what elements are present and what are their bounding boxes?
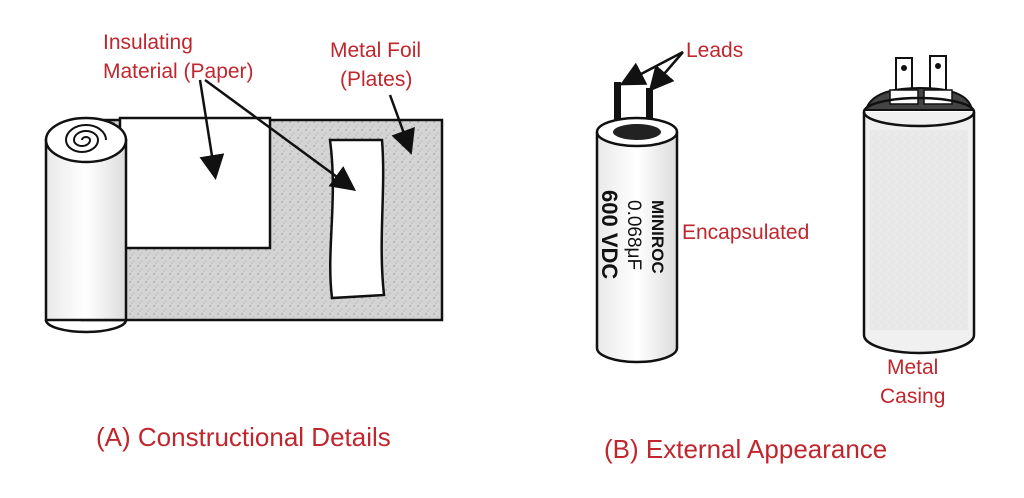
cap-print-capacitance: 0.068μF <box>623 200 644 270</box>
cap-print-voltage: 600 VDC <box>597 190 622 279</box>
arrow-insulating-to-sheet <box>198 79 225 180</box>
label-foil-line1: Metal Foil <box>330 39 421 62</box>
roll-spiral <box>64 124 107 153</box>
caption-b: (B) External Appearance <box>604 434 887 464</box>
roll-end <box>44 116 128 164</box>
label-casing-line2: Casing <box>880 385 945 408</box>
cap-body <box>595 132 679 364</box>
arrow-leads-right <box>648 51 684 92</box>
arrow-foil-to-plates <box>388 94 415 155</box>
lead-left <box>614 82 621 132</box>
roll-bottom <box>44 319 128 334</box>
label-insulating-line2: Material (Paper) <box>103 60 254 83</box>
label-insulating-line1: Insulating <box>103 31 193 54</box>
terminal-left-hole <box>901 65 907 71</box>
cap-top-seal <box>613 124 661 140</box>
paper-strip <box>328 138 386 300</box>
label-foil-line2: (Plates) <box>340 68 412 91</box>
paper-sheet <box>118 116 272 250</box>
arrow-insulating-to-strip <box>204 78 357 191</box>
encapsulated-capacitor: 600 VDC 0.068μF MINIROC <box>595 82 679 364</box>
casing-rim <box>862 96 976 128</box>
metal-casing-capacitor <box>862 55 976 355</box>
label-encapsulated: Encapsulated <box>682 221 809 244</box>
caption-a: (A) Constructional Details <box>96 422 391 452</box>
roll-body <box>44 138 128 322</box>
casing-texture <box>870 130 968 330</box>
rolled-capacitor-drawing <box>44 116 444 334</box>
label-leads: Leads <box>686 39 743 62</box>
terminal-right <box>929 55 947 93</box>
cap-print-brand: MINIROC <box>648 200 667 274</box>
arrow-leads-left <box>619 50 684 86</box>
terminal-left <box>895 57 913 93</box>
label-casing-line1: Metal <box>887 356 938 379</box>
lead-right <box>646 88 653 132</box>
terminal-right-hole <box>935 63 941 69</box>
